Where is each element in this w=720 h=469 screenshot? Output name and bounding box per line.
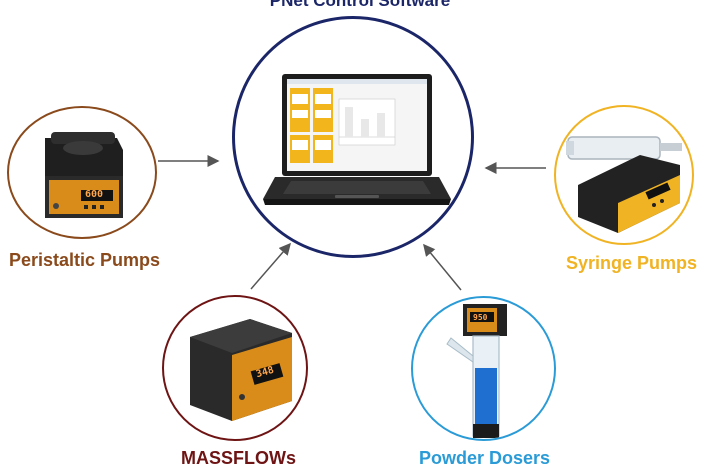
peristaltic-display: 600 bbox=[85, 189, 104, 200]
arrow-powder-to-hub bbox=[423, 243, 462, 291]
powder-circle: 950 bbox=[411, 296, 556, 441]
peristaltic-circle: 600 bbox=[7, 106, 157, 239]
syringe-circle bbox=[554, 105, 694, 245]
diagram-title: PNet Control Software bbox=[269, 0, 451, 10]
label-syringe-pumps: Syringe Pumps bbox=[566, 253, 698, 273]
syringe-pump-image bbox=[566, 136, 682, 233]
powder-doser-image bbox=[446, 304, 507, 438]
label-massflows: MASSFLOWs bbox=[181, 448, 296, 468]
massflow-controller-image bbox=[190, 319, 292, 421]
hub-circle bbox=[232, 16, 474, 258]
label-powder-dosers: Powder Dosers bbox=[419, 448, 551, 468]
peristaltic-pump-image bbox=[45, 132, 123, 218]
arrow-massflow-to-hub bbox=[250, 242, 291, 290]
powder-display: 950 bbox=[473, 313, 488, 322]
laptop-image bbox=[263, 74, 451, 205]
label-peristaltic-pumps: Peristaltic Pumps bbox=[9, 250, 161, 270]
massflow-circle: 348 bbox=[162, 295, 308, 441]
